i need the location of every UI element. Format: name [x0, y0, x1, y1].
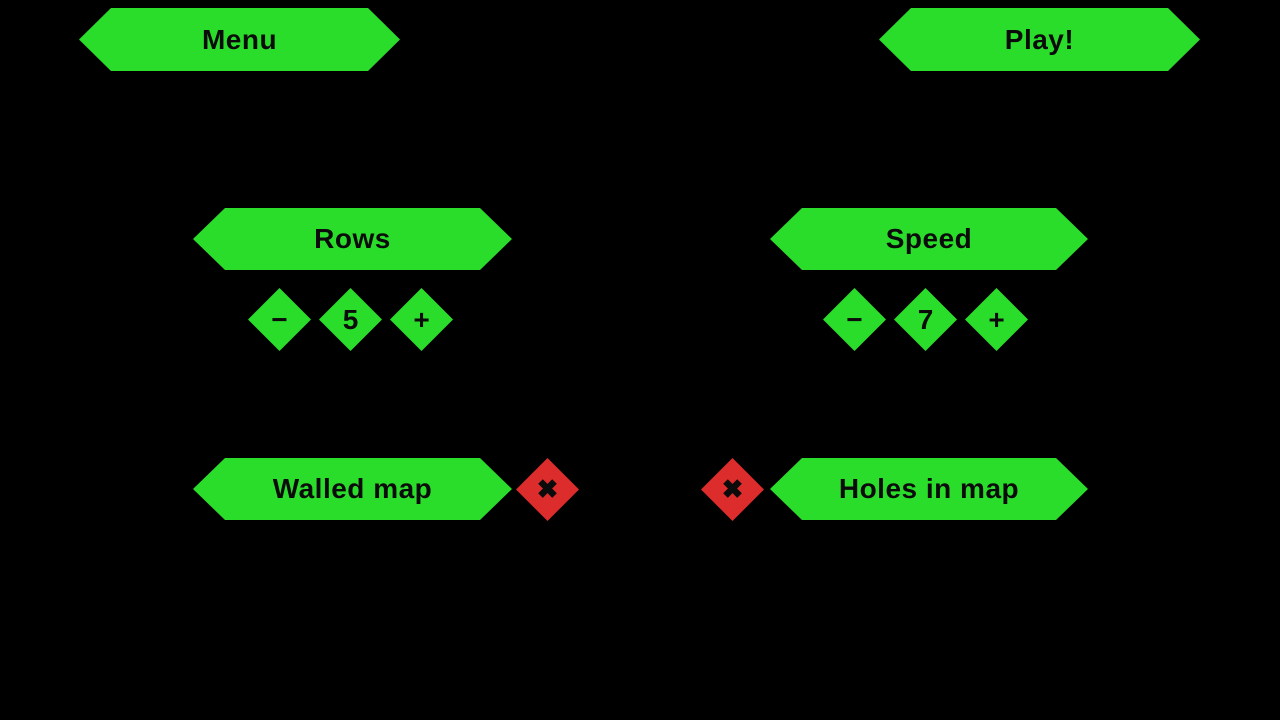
walled-map-toggle[interactable]: ✖: [516, 458, 579, 521]
rows-label: Rows: [193, 208, 512, 270]
play-button-label: Play!: [1004, 23, 1075, 55]
speed-increase-button[interactable]: +: [965, 288, 1028, 351]
walled-map-label: Walled map: [193, 458, 512, 520]
rows-decrease-button[interactable]: −: [248, 288, 311, 351]
plus-icon: +: [988, 303, 1005, 335]
minus-icon: −: [846, 303, 863, 335]
holes-in-map-label: Holes in map: [770, 458, 1088, 520]
speed-label: Speed: [770, 208, 1088, 270]
menu-button[interactable]: Menu: [79, 8, 400, 71]
x-icon: ✖: [536, 474, 559, 504]
rows-value-text: 5: [342, 303, 359, 335]
speed-value: 7: [894, 288, 957, 351]
rows-increase-button[interactable]: +: [390, 288, 453, 351]
rows-value: 5: [319, 288, 382, 351]
play-button[interactable]: Play!: [879, 8, 1200, 71]
speed-decrease-button[interactable]: −: [823, 288, 886, 351]
holes-in-map-label-text: Holes in map: [838, 473, 1020, 504]
walled-map-label-text: Walled map: [272, 473, 433, 504]
speed-value-text: 7: [917, 303, 934, 335]
plus-icon: +: [413, 303, 430, 335]
holes-in-map-toggle[interactable]: ✖: [701, 458, 764, 521]
speed-label-text: Speed: [885, 223, 973, 254]
x-icon: ✖: [721, 474, 744, 504]
menu-button-label: Menu: [201, 23, 278, 55]
minus-icon: −: [271, 303, 288, 335]
rows-label-text: Rows: [314, 223, 391, 254]
